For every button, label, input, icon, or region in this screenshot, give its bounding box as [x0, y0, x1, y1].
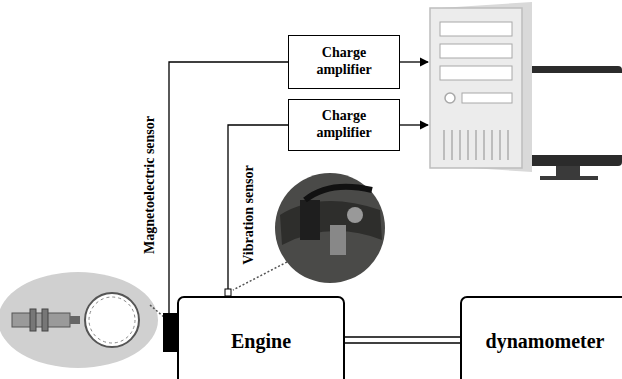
node-text: Charge amplifier: [297, 45, 391, 79]
node-text: dynamometer: [486, 329, 605, 353]
sensor-detail: [0, 272, 158, 368]
node-text: Engine: [231, 329, 291, 353]
signal-wire: [169, 62, 288, 313]
vibration-sensor-block: [225, 289, 231, 296]
computer-tower-icon: [430, 2, 532, 172]
sensor-label: Magnetoelectric sensor: [142, 114, 158, 256]
sensor-label: Vibration sensor: [241, 163, 257, 266]
signal-wire: [228, 125, 288, 289]
dynamometer-box: dynamometer: [460, 296, 622, 379]
magnetoelectric-sensor-block: [163, 313, 177, 352]
signal-arrow: [400, 61, 428, 62]
leader-line: [150, 305, 165, 318]
engine-box: Engine: [177, 296, 345, 379]
amplifier-box: Charge amplifier: [288, 35, 400, 89]
signal-wire: [345, 336, 460, 338]
node-text: Charge amplifier: [297, 108, 391, 142]
photo-inset: [275, 173, 385, 283]
signal-wire: [345, 342, 460, 344]
amplifier-box: Charge amplifier: [288, 99, 400, 151]
signal-arrow: [400, 124, 428, 125]
